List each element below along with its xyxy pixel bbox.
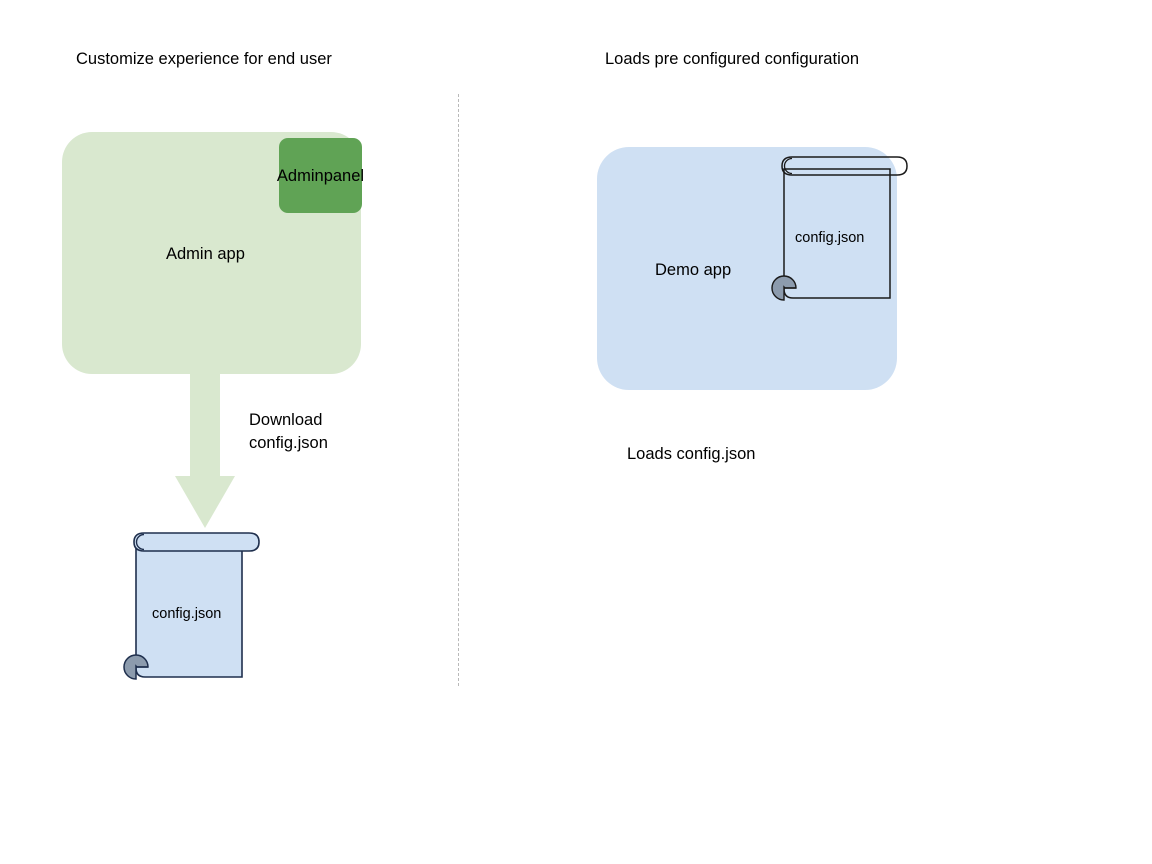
config-json-label-right: config.json — [795, 230, 865, 246]
document-top-roll — [133, 532, 260, 552]
download-arrow-icon — [175, 372, 235, 528]
admin-panel-label-line2: panel — [323, 166, 365, 185]
document-top-curl — [783, 157, 793, 175]
admin-app-label: Admin app — [166, 245, 245, 263]
admin-panel-button[interactable]: Admin panel — [276, 138, 365, 213]
demo-app-label: Demo app — [655, 261, 732, 279]
config-json-document-right — [771, 156, 908, 301]
document-top-roll — [781, 156, 908, 176]
loads-config-caption: Loads config.json — [627, 445, 756, 463]
document-bottom-curl — [123, 654, 149, 680]
document-top-curl — [135, 533, 145, 551]
left-column-heading: Customize experience for end user — [76, 50, 332, 68]
config-json-document-left — [123, 532, 260, 680]
admin-panel-label-line1: Admin — [276, 166, 324, 185]
document-bottom-curl — [771, 275, 797, 301]
demo-app-card — [597, 147, 897, 390]
download-caption-line2: config.json — [249, 433, 328, 452]
right-column-heading: Loads pre configured configuration — [605, 50, 860, 68]
column-divider — [458, 94, 459, 686]
config-json-label-left: config.json — [152, 606, 222, 622]
download-caption-line1: Download — [249, 411, 323, 429]
download-arrow-caption: Download config.json — [249, 409, 328, 454]
